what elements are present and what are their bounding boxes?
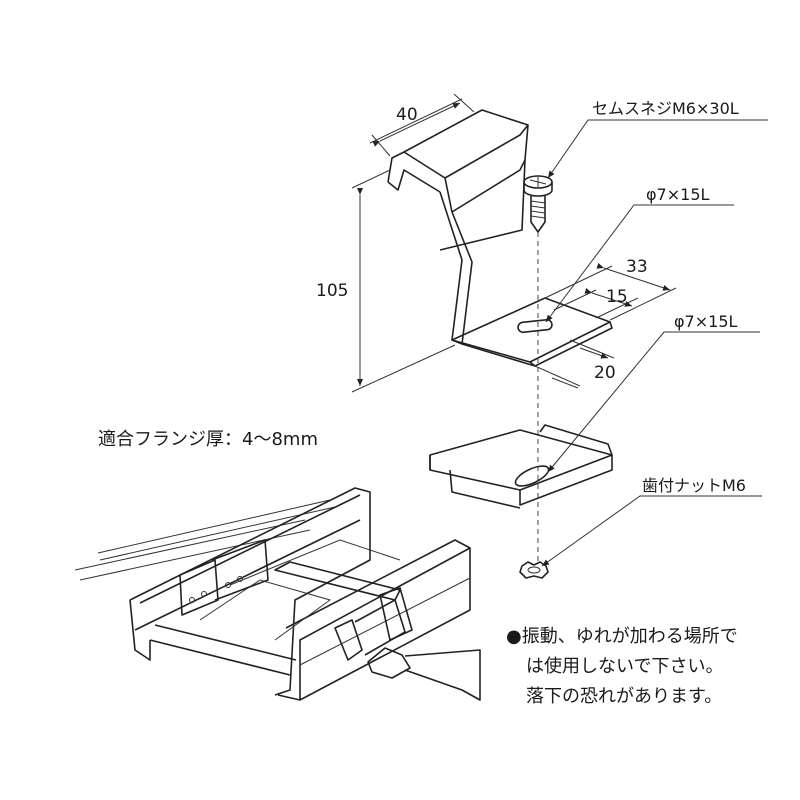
- screw: [523, 175, 553, 233]
- upper-hole-leader: [545, 204, 734, 323]
- dimension-33: [544, 262, 677, 321]
- toothed-nut: [519, 561, 549, 579]
- hook-bracket: [387, 109, 613, 367]
- dimension-20: [534, 339, 615, 389]
- nut-leader: [541, 495, 762, 567]
- dimension-105: [351, 169, 456, 393]
- warning-line-3: 落下の恐れがあります。: [526, 686, 723, 707]
- lower-hole-leader: [547, 331, 760, 473]
- screw-label: セムスネジM6×30L: [592, 99, 739, 118]
- screw-leader: [547, 119, 768, 179]
- warning-line-2: は使用しないで下さい。: [526, 656, 724, 677]
- dim-105-label: 105: [316, 281, 348, 301]
- lower-hole-label: φ7×15L: [674, 312, 738, 331]
- dim-20-label: 20: [594, 363, 616, 383]
- dim-40-label: 40: [396, 105, 418, 125]
- dim-15-label: 15: [606, 287, 628, 307]
- upper-hole-label: φ7×15L: [646, 185, 710, 204]
- warning-note: ●振動、ゆれが加わる場所で は使用しないで下さい。 落下の恐れがあります。: [506, 622, 738, 712]
- cable-ladder: [74, 487, 481, 701]
- dim-33-label: 33: [626, 257, 648, 277]
- warning-line-1: ●振動、ゆれが加わる場所で: [506, 626, 738, 647]
- flange-thickness-label: 適合フランジ厚：4～8mm: [98, 429, 318, 450]
- dimension-40: [369, 93, 475, 157]
- nut-label: 歯付ナットM6: [642, 476, 746, 495]
- clamp-plate: [429, 424, 613, 509]
- dimension-15: [553, 287, 639, 319]
